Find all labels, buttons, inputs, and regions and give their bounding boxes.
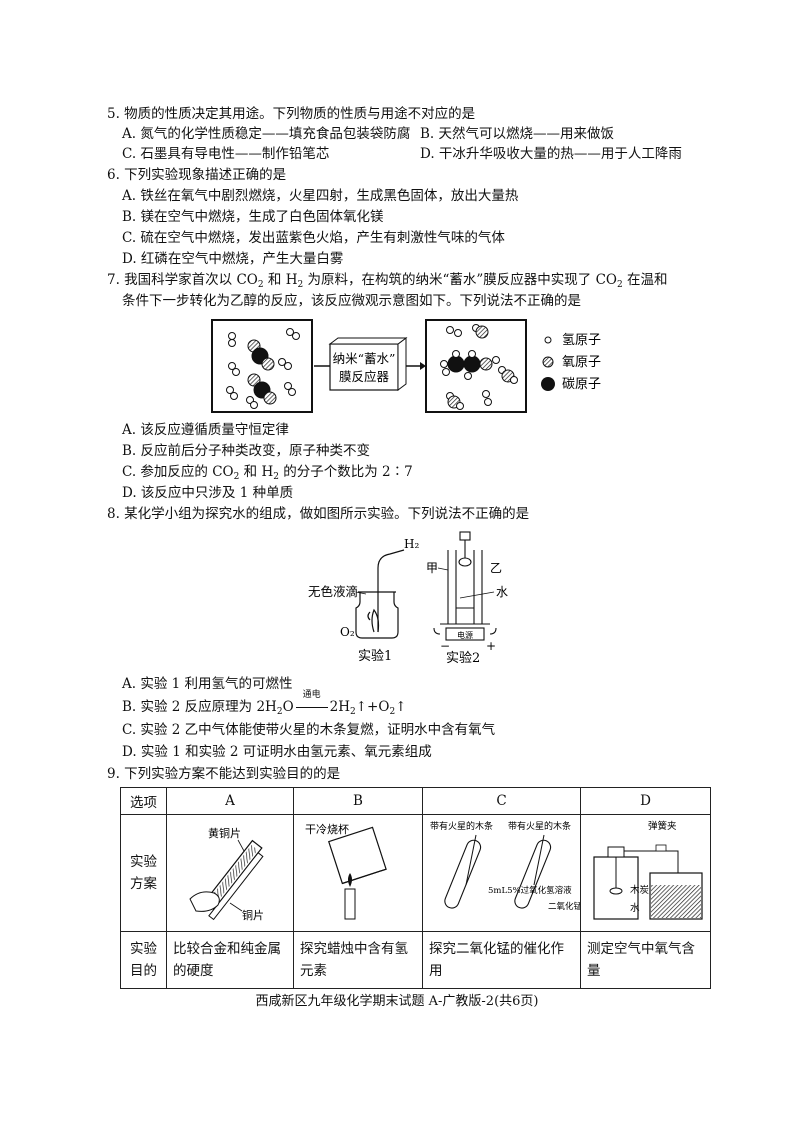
q9-stem: 9. 下列实验方案不能达到实验目的的是 (107, 766, 341, 782)
reactor-label-1: 纳米“蓄水” (333, 351, 396, 366)
goal-d: 测定空气中氧气含量 (580, 931, 711, 989)
row-label-plan: 实验方案 (120, 814, 167, 932)
svg-text:弹簧夹: 弹簧夹 (648, 820, 677, 832)
svg-text:二氧化锰: 二氧化锰 (548, 901, 580, 912)
svg-text:木炭: 木炭 (630, 884, 650, 896)
legend-c-label: 碳原子 (562, 377, 601, 392)
label-power: 电源 (457, 630, 473, 640)
legend-o-symbol (542, 356, 554, 368)
label-experiment2: 实验2 (446, 650, 480, 666)
svg-text:干冷烧杯: 干冷烧杯 (305, 822, 349, 836)
experiment1-apparatus (355, 549, 405, 639)
q8-option-a: A. 实验 1 利用氢气的可燃性 (122, 676, 293, 692)
legend-h-label: 氢原子 (562, 333, 601, 348)
h2-molecules (226, 328, 300, 409)
label-water: 水 (496, 585, 508, 599)
svg-text:黄铜片: 黄铜片 (208, 826, 241, 840)
q5-option-b: B. 天然气可以燃烧——用来做饭 (420, 126, 615, 142)
q8-stem: 8. 某化学小组为探究水的组成，做如图所示实验。下列说法不正确的是 (107, 506, 530, 522)
header-c: C (422, 787, 581, 815)
table-plan-row: 实验方案 黄铜片 铜片 干冷烧杯 (120, 814, 711, 932)
experiment2-apparatus (433, 531, 497, 641)
arrow-head (420, 362, 426, 370)
q5-option-d: D. 干冰升华吸收大量的热——用于人工降雨 (420, 146, 682, 162)
label-h2: H₂ (404, 537, 419, 551)
page-footer: 西咸新区九年级化学期末试题 A-广教版-2(共6页) (255, 994, 539, 1009)
header-d: D (580, 787, 711, 815)
label-jia: 甲 (426, 561, 438, 575)
q6-stem: 6. 下列实验现象描述正确的是 (107, 167, 287, 183)
label-plus: + (486, 639, 496, 653)
plan-a: 黄铜片 铜片 (166, 814, 294, 932)
q5-option-a: A. 氮气的化学性质稳定——填充食品包装袋防腐 (122, 126, 411, 142)
q7-stem-line2: 条件下一步转化为乙醇的反应，该反应微观示意图如下。下列说法不正确的是 (122, 293, 581, 309)
legend-o-label: 氧原子 (562, 355, 601, 370)
q7-option-c: C. 参加反应的 CO2 和 H2 的分子个数比为 2∶7 (122, 464, 413, 482)
plan-c-illustration: 带有火星的木条 带有火星的木条 5mL5%过氧化氢溶液 二氧化锰 (430, 820, 583, 912)
goal-c: 探究二氧化锰的催化作用 (422, 931, 581, 989)
svg-text:带有火星的木条: 带有火星的木条 (430, 820, 493, 832)
q6-option-a: A. 铁丝在氧气中剧烈燃烧，火星四射，生成黑色固体，放出大量热 (122, 188, 519, 204)
label-colorless-drops: 无色液滴 (308, 584, 358, 599)
label-minus: − (440, 639, 450, 653)
plan-d-illustration: 弹簧夹 木炭 水 (592, 820, 703, 920)
co2-molecules (247, 339, 277, 405)
goal-b: 探究蜡烛中含有氢元素 (293, 931, 423, 989)
q7-option-d: D. 该反应中只涉及 1 种单质 (122, 485, 294, 501)
q9-table: 选项 A B C D 实验方案 黄铜片 铜片 (120, 787, 711, 989)
q6-option-c: C. 硫在空气中燃烧，发出蓝紫色火焰，产生有刺激性气味的气体 (122, 230, 505, 246)
plan-c: 带有火星的木条 带有火星的木条 5mL5%过氧化氢溶液 二氧化锰 (422, 814, 583, 932)
header-option: 选项 (120, 787, 167, 815)
ethanol-and-water (440, 324, 518, 410)
q5-option-c: C. 石墨具有导电性——制作铅笔芯 (122, 146, 330, 162)
q5-stem: 5. 物质的性质决定其用途。下列物质的性质与用途不对应的是 (107, 106, 476, 122)
plan-b-illustration: 干冷烧杯 (305, 822, 387, 920)
q8-experiment-diagram: H₂ 无色液滴 O₂ 实验1 甲 乙 水 电源 − + 实验2 (308, 531, 508, 666)
svg-text:5mL5%过氧化氢溶液: 5mL5%过氧化氢溶液 (488, 885, 572, 896)
q7-stem-line1: 7. 我国科学家首次以 CO2 和 H2 为原料，在构筑的纳米“蓄水”膜反应器中… (107, 272, 668, 290)
reactor-label-2: 膜反应器 (339, 369, 390, 384)
q8-option-c: C. 实验 2 乙中气体能使带火星的木条复燃，证明水中含有氧气 (122, 722, 496, 738)
row-label-goal: 实验目的 (120, 931, 167, 989)
plan-b: 干冷烧杯 (293, 814, 423, 932)
svg-text:带有火星的木条: 带有火星的木条 (508, 820, 571, 832)
goal-a: 比较合金和纯金属的硬度 (166, 931, 294, 989)
table-goal-row: 实验目的 比较合金和纯金属的硬度 探究蜡烛中含有氢元素 探究二氧化锰的催化作用 … (120, 931, 711, 989)
q6-option-d: D. 红磷在空气中燃烧，产生大量白雾 (122, 251, 344, 267)
q7-reaction-diagram: 纳米“蓄水” 膜反应器 (211, 319, 601, 413)
label-o2: O₂ (340, 625, 355, 639)
header-a: A (166, 787, 294, 815)
plan-d: 弹簧夹 木炭 水 (580, 814, 711, 932)
q8-option-d: D. 实验 1 和实验 2 可证明水由氢元素、氧元素组成 (122, 744, 432, 760)
svg-text:水: 水 (630, 902, 640, 914)
legend-h-symbol (544, 336, 552, 344)
q7-option-b: B. 反应前后分子种类改变，原子种类不变 (122, 443, 371, 459)
plan-a-illustration: 黄铜片 铜片 (188, 826, 264, 922)
q6-option-b: B. 镁在空气中燃烧，生成了白色固体氧化镁 (122, 209, 384, 225)
label-yi: 乙 (490, 561, 502, 575)
table-header-row: 选项 A B C D (120, 787, 711, 815)
q7-option-a: A. 该反应遵循质量守恒定律 (122, 422, 289, 438)
legend-c-symbol (541, 377, 555, 391)
header-b: B (293, 787, 423, 815)
svg-text:铜片: 铜片 (242, 908, 264, 922)
label-experiment1: 实验1 (358, 648, 392, 664)
